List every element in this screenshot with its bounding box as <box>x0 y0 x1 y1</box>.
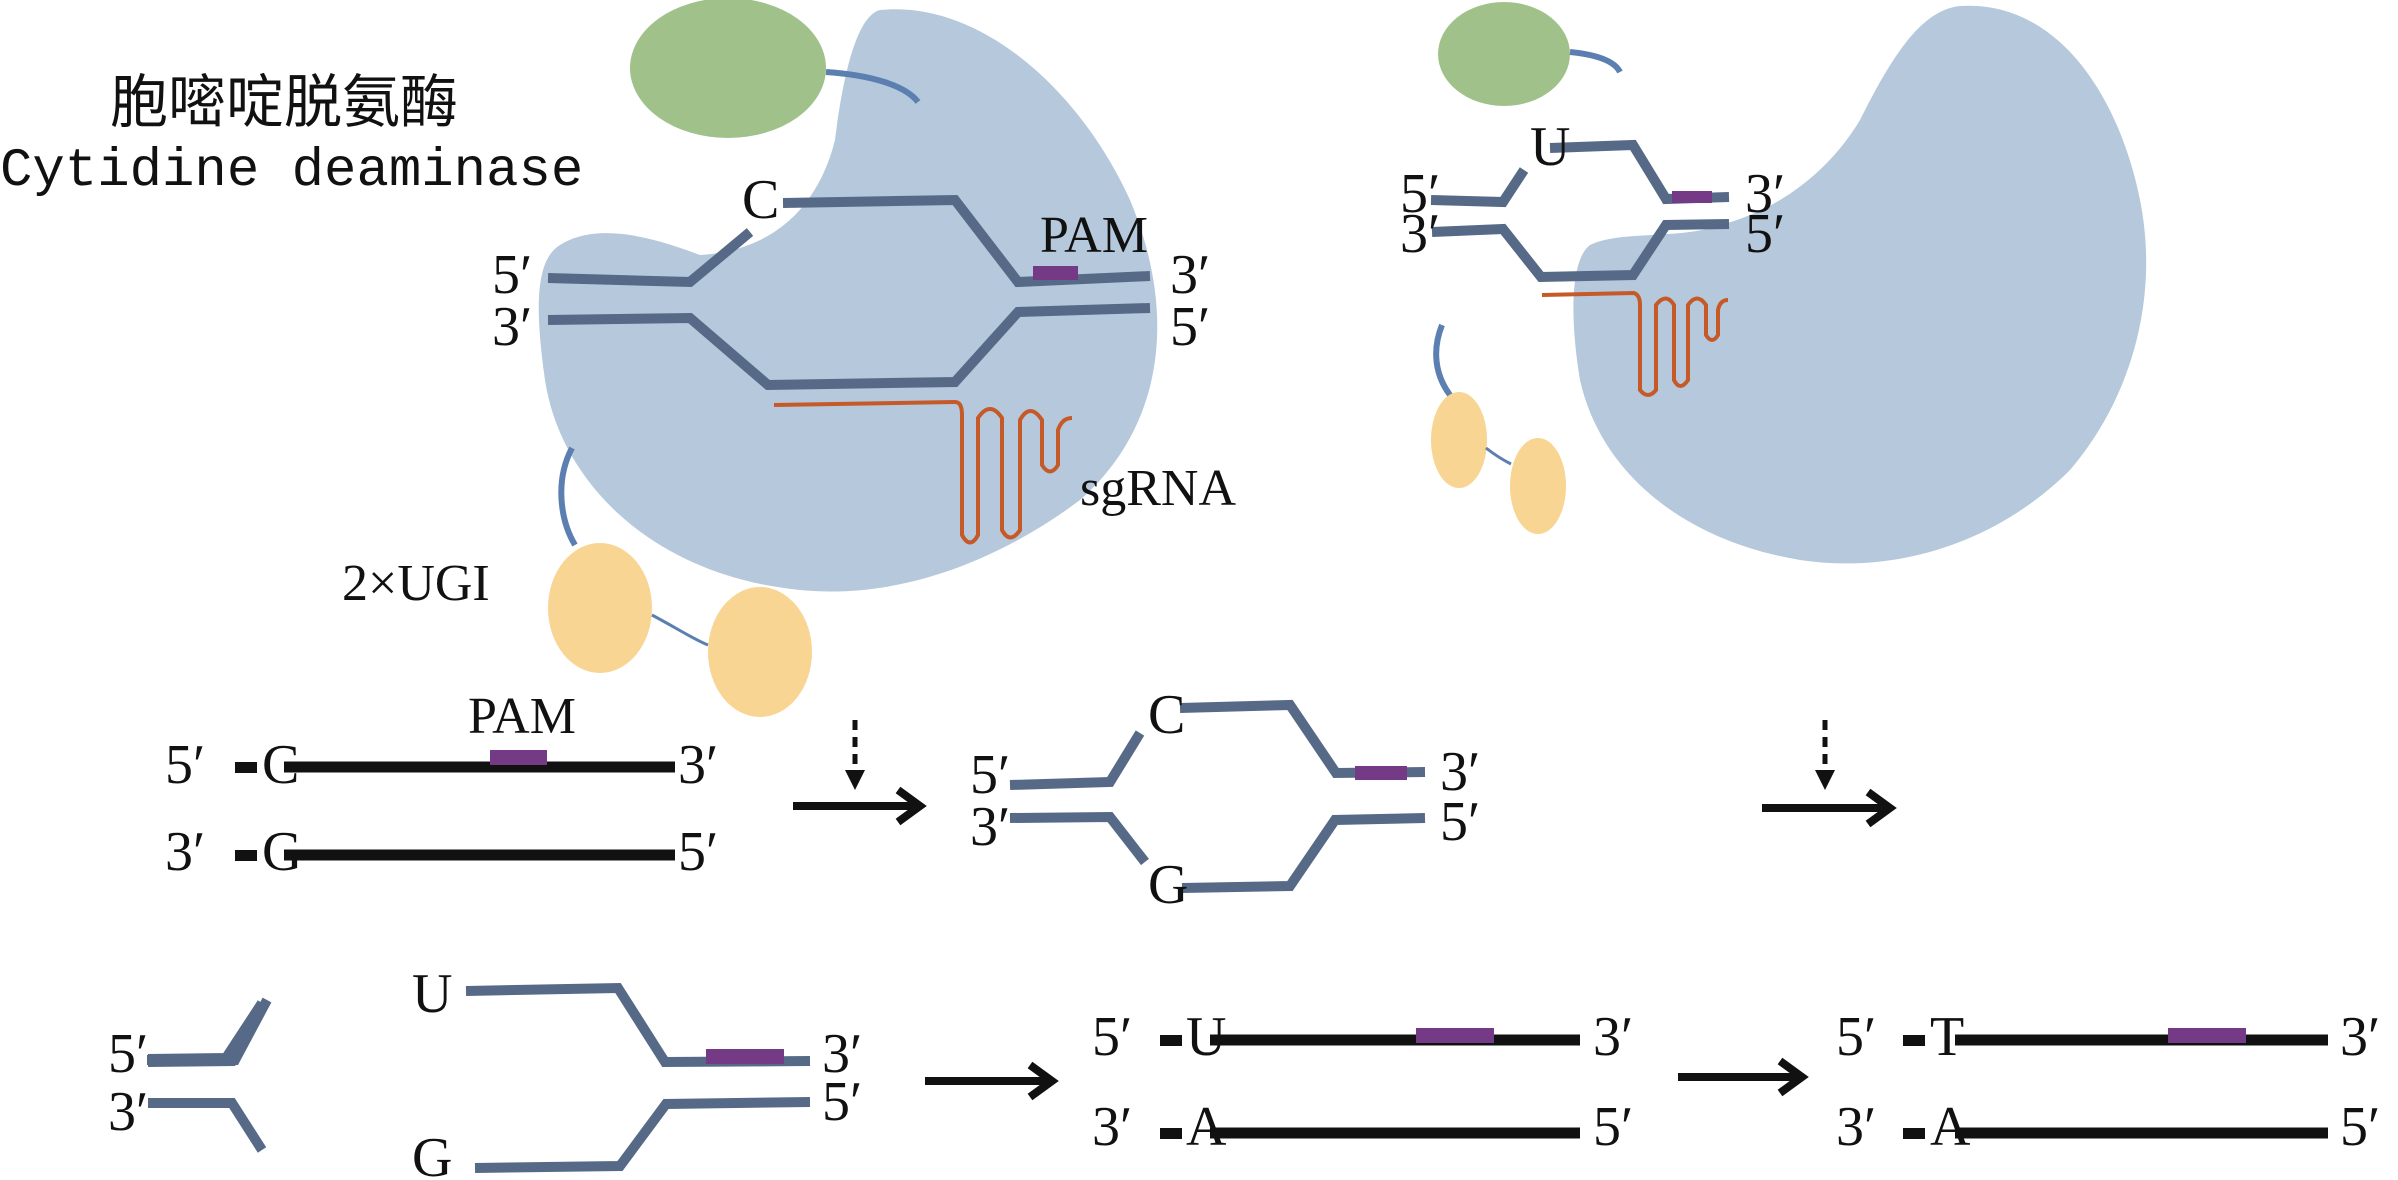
deaminase-linker <box>825 69 921 104</box>
bond-dash <box>235 850 257 861</box>
pam-label: PAM <box>1040 207 1148 264</box>
ugi-domain-2 <box>708 587 812 717</box>
three-prime-label: 3′ <box>1400 203 1440 265</box>
complex-before-deamination: C PAM 5′ 3′ 3′ 5′ sgRNA 2×UGI <box>342 0 1236 717</box>
ugi-label: 2×UGI <box>342 555 490 612</box>
three-prime-label: 3′ <box>1170 244 1210 306</box>
arrow-right-head <box>895 786 927 826</box>
three-prime-label: 3′ <box>1440 741 1480 803</box>
cas9-protein <box>538 9 1158 592</box>
target-base-c: C <box>742 169 779 231</box>
ugi-inter-linker <box>1485 446 1512 466</box>
five-prime-label: 5′ <box>1092 1006 1132 1068</box>
three-prime-label: 3′ <box>970 796 1010 858</box>
five-prime-label: 5′ <box>1593 1096 1633 1158</box>
bottom-base: G <box>1148 854 1188 916</box>
bond-dash <box>1160 1128 1182 1139</box>
nontarget-strand-left <box>1430 167 1529 208</box>
three-prime-label: 3′ <box>2340 1006 2380 1068</box>
sgrna-label: sgRNA <box>1080 460 1236 517</box>
ugi-linker <box>558 446 578 547</box>
five-prime-label: 5′ <box>970 744 1010 806</box>
step5-final-dna: 5′ T 3′ 3′ A 5′ <box>1836 1006 2380 1158</box>
five-prime-label: 5′ <box>492 244 532 306</box>
ugi-domain-1 <box>1431 392 1487 488</box>
nontarget-strand-left <box>547 228 754 288</box>
bottom-strand-left <box>1009 811 1149 866</box>
pam-site <box>2168 1028 2246 1043</box>
dashed-arrow-head <box>1815 770 1835 790</box>
top-strand-right <box>1179 699 1426 779</box>
bottom-strand-right <box>474 1097 811 1173</box>
deaminase-domain <box>630 0 826 138</box>
pam-site <box>1672 191 1712 203</box>
five-prime-label: 5′ <box>1170 296 1210 358</box>
target-base-u: U <box>1530 116 1570 178</box>
nontarget-strand-right <box>1549 139 1730 205</box>
three-prime-label: 3′ <box>1092 1096 1132 1158</box>
three-prime-label: 3′ <box>108 1081 148 1143</box>
step1-unbound-dna: 5′ C PAM 3′ 3′ G 5′ <box>165 688 718 883</box>
ugi-domain-2 <box>1510 438 1566 534</box>
five-prime-label: 5′ <box>165 734 205 796</box>
pam-site <box>706 1049 784 1064</box>
ugi-inter-linker <box>651 613 709 647</box>
five-prime-label: 5′ <box>108 1023 148 1085</box>
bond-dash <box>1903 1128 1925 1139</box>
step2-r-loop: C G 5′ 3′ 3′ 5′ <box>970 684 1480 916</box>
pam-site <box>490 750 547 765</box>
deaminase-title-chinese: 胞嘧啶脱氨酶 <box>110 68 458 136</box>
bond-dash <box>1903 1035 1925 1046</box>
bond-dash <box>1160 1035 1182 1046</box>
dashed-arrow-head <box>845 770 865 790</box>
step3-strands-final: U G 5′ 3′ 3′ 5′ <box>108 963 862 1180</box>
arrow-right-head <box>1865 788 1897 828</box>
pam-site <box>1416 1028 1494 1043</box>
ugi-domain-1 <box>548 543 652 673</box>
top-base: U <box>412 963 452 1025</box>
arrow-right-head <box>1027 1061 1059 1101</box>
three-prime-label: 3′ <box>165 821 205 883</box>
cas9-protein <box>1573 5 2147 564</box>
five-prime-label: 5′ <box>2340 1096 2380 1158</box>
bottom-base: A <box>1930 1096 1971 1158</box>
three-prime-label: 3′ <box>492 296 532 358</box>
deaminase-domain <box>1438 2 1570 106</box>
pam-site <box>1033 266 1078 280</box>
three-prime-label: 3′ <box>822 1023 862 1085</box>
sgrna <box>773 399 1073 545</box>
five-prime-label: 5′ <box>678 821 718 883</box>
top-strand-left <box>147 1001 267 1067</box>
five-prime-label: 5′ <box>1440 791 1480 853</box>
top-base: C <box>1148 684 1185 746</box>
step3 <box>147 1001 267 1067</box>
pam-label: PAM <box>468 688 576 745</box>
arrow-right-head <box>1777 1057 1809 1097</box>
target-strand <box>1431 219 1730 283</box>
bottom-base: G <box>412 1127 452 1180</box>
five-prime-label: 5′ <box>1836 1006 1876 1068</box>
step4-replicated-dna: 5′ U 3′ 3′ A 5′ <box>1092 1006 1633 1158</box>
five-prime-label: 5′ <box>822 1071 862 1133</box>
bond-dash <box>235 762 257 773</box>
nontarget-strand-right <box>782 194 1151 288</box>
complex-after-deamination: U 5′ 3′ 3′ 5′ <box>1400 2 2147 564</box>
five-prime-label: 5′ <box>1745 203 1785 265</box>
deaminase-title-english: Cytidine deaminase <box>0 141 583 202</box>
bottom-strand-right <box>1181 813 1426 893</box>
deaminase-linker <box>1569 49 1623 74</box>
sgrna <box>1541 290 1729 397</box>
top-strand-left <box>1009 730 1145 790</box>
bottom-base: A <box>1186 1096 1227 1158</box>
three-prime-label: 3′ <box>1745 163 1785 225</box>
three-prime-label: 3′ <box>1593 1006 1633 1068</box>
ugi-linker <box>1433 323 1453 397</box>
three-prime-label: 3′ <box>1836 1096 1876 1158</box>
three-prime-label: 3′ <box>678 734 718 796</box>
target-strand <box>547 303 1151 391</box>
pam-site <box>1355 766 1407 780</box>
bottom-strand-left <box>148 1098 267 1153</box>
five-prime-label: 5′ <box>1400 163 1440 225</box>
